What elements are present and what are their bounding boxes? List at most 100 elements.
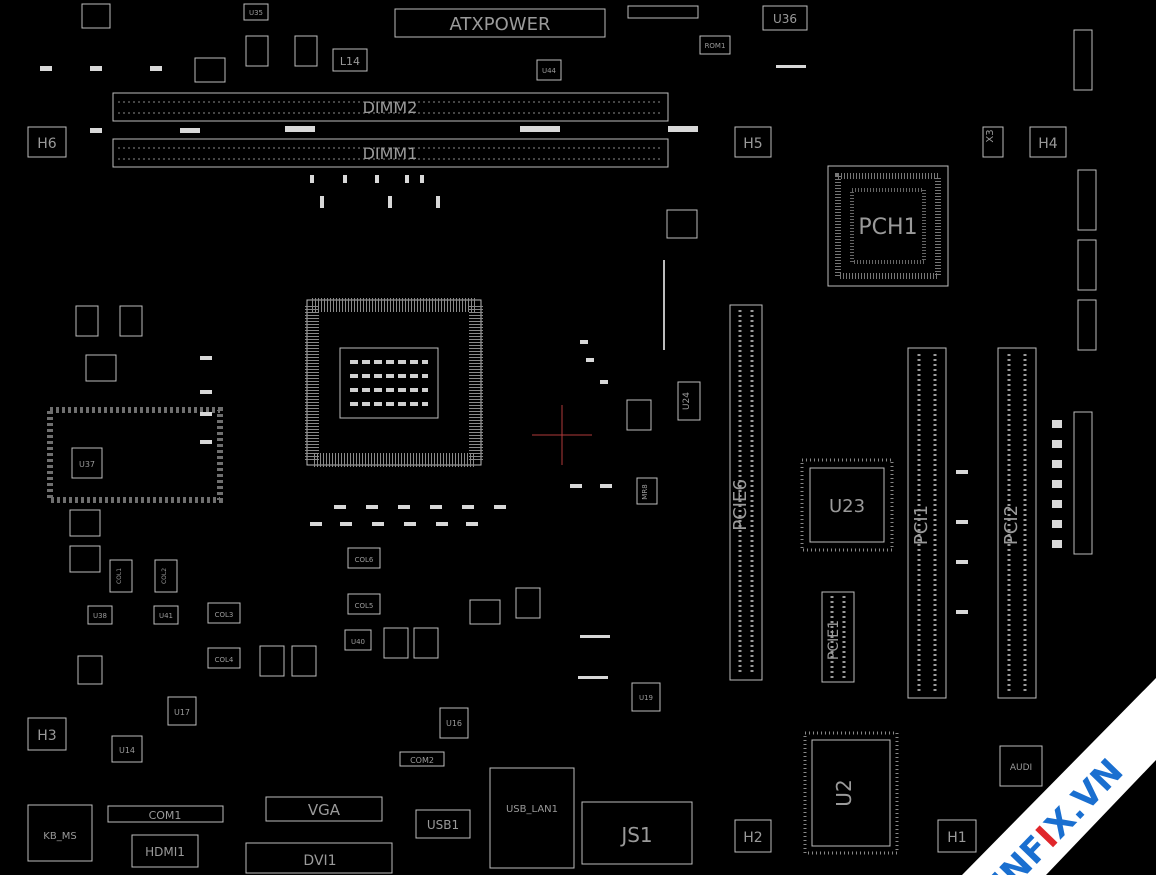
- svg-text:MR8: MR8: [641, 484, 649, 499]
- svg-text:PCIE1: PCIE1: [826, 620, 842, 660]
- kb-ms-connector[interactable]: KB_MS: [27, 804, 93, 862]
- col3-component[interactable]: COL3: [207, 602, 241, 624]
- mosfet-j[interactable]: [75, 305, 99, 337]
- col2-component[interactable]: COL2: [154, 559, 178, 593]
- mosfet-l[interactable]: [77, 655, 103, 685]
- mosfet-b[interactable]: [413, 627, 439, 659]
- pci1-slot[interactable]: PCI1: [907, 347, 947, 699]
- u41-chip[interactable]: U41: [153, 605, 179, 625]
- h3-mounting-hole[interactable]: H3: [27, 717, 67, 751]
- u38-chip[interactable]: U38: [87, 605, 113, 625]
- atxpower-connector[interactable]: ATXPOWER: [394, 8, 606, 38]
- top-component-a[interactable]: [194, 57, 226, 83]
- svg-text:U24: U24: [682, 392, 692, 410]
- mosfet-e[interactable]: [469, 599, 501, 625]
- svg-text:U38: U38: [93, 612, 107, 620]
- js1-connector[interactable]: JS1: [581, 801, 693, 865]
- cpu-socket[interactable]: [305, 298, 483, 467]
- svg-text:PCIE6: PCIE6: [730, 479, 751, 531]
- svg-text:ROM1: ROM1: [705, 42, 726, 50]
- h1-mounting-hole[interactable]: H1: [937, 819, 977, 853]
- u2-chip[interactable]: U2: [803, 731, 899, 855]
- col4-component[interactable]: COL4: [207, 647, 241, 669]
- u16-chip[interactable]: U16: [439, 707, 469, 739]
- u40-chip[interactable]: U40: [344, 629, 372, 651]
- pci2-slot[interactable]: PCI2: [997, 347, 1037, 699]
- vga-connector[interactable]: VGA: [265, 796, 383, 822]
- col5-component[interactable]: COL5: [347, 593, 381, 615]
- svg-text:KB_MS: KB_MS: [43, 831, 76, 842]
- h2-mounting-hole[interactable]: H2: [734, 819, 772, 853]
- top-component-c[interactable]: [294, 35, 318, 67]
- mosfet-d[interactable]: [291, 645, 317, 677]
- mosfet-a[interactable]: [383, 627, 409, 659]
- svg-text:COM2: COM2: [410, 756, 434, 765]
- mosfet-k[interactable]: [119, 305, 143, 337]
- svg-text:U16: U16: [446, 719, 462, 728]
- mr8-component[interactable]: MR8: [636, 477, 658, 505]
- dimm2-slot[interactable]: DIMM2: [112, 92, 669, 122]
- h6-mounting-hole[interactable]: H6: [27, 126, 67, 158]
- h4-mounting-hole[interactable]: H4: [1029, 126, 1067, 158]
- svg-text:COL2: COL2: [161, 568, 168, 584]
- svg-text:U36: U36: [773, 12, 797, 26]
- u44-chip[interactable]: U44: [536, 59, 562, 81]
- component-near-pcie6[interactable]: [666, 209, 698, 239]
- com1-header[interactable]: COM1: [107, 805, 224, 823]
- dimm1-slot[interactable]: DIMM1: [112, 138, 669, 168]
- pcie6-slot[interactable]: PCIE6: [729, 304, 763, 681]
- mosfet-c[interactable]: [259, 645, 285, 677]
- u35-chip[interactable]: U35: [243, 3, 269, 21]
- svg-text:COL3: COL3: [215, 611, 234, 619]
- svg-text:AUDI: AUDI: [1010, 763, 1032, 773]
- pch1-chipset[interactable]: PCH1: [827, 165, 949, 287]
- u36-chip[interactable]: U36: [762, 5, 808, 31]
- right-header-4[interactable]: [1073, 411, 1093, 555]
- l14-inductor[interactable]: L14: [332, 48, 368, 72]
- top-header-strip[interactable]: [627, 5, 699, 19]
- mosfet-i[interactable]: [85, 354, 117, 382]
- top-component-b[interactable]: [245, 35, 269, 67]
- right-header-5[interactable]: [1073, 29, 1093, 91]
- passive-components: [40, 65, 1062, 679]
- dvi1-connector[interactable]: DVI1: [245, 842, 393, 874]
- pcie1-slot[interactable]: PCIE1: [821, 591, 855, 683]
- x3-crystal[interactable]: X3: [982, 126, 1004, 158]
- u14-chip[interactable]: U14: [111, 735, 143, 763]
- svg-text:U40: U40: [351, 638, 365, 646]
- svg-text:U19: U19: [639, 694, 653, 702]
- right-header-1[interactable]: [1077, 169, 1097, 231]
- u37-chip[interactable]: U37: [71, 447, 103, 479]
- u17-chip[interactable]: U17: [167, 696, 197, 726]
- svg-text:H3: H3: [37, 728, 56, 744]
- svg-text:U35: U35: [249, 9, 263, 17]
- top-left-component[interactable]: [81, 3, 111, 29]
- svg-text:COL1: COL1: [116, 568, 123, 584]
- svg-text:ATXPOWER: ATXPOWER: [450, 14, 551, 35]
- usb1-connector[interactable]: USB1: [415, 809, 471, 839]
- hdmi1-connector[interactable]: HDMI1: [131, 834, 199, 868]
- component-near-u24[interactable]: [626, 399, 652, 431]
- svg-text:COM1: COM1: [149, 809, 182, 822]
- mosfet-g[interactable]: [69, 509, 101, 537]
- audi-connector[interactable]: AUDI: [999, 745, 1043, 787]
- h5-mounting-hole[interactable]: H5: [734, 126, 772, 158]
- svg-text:X3: X3: [985, 129, 996, 142]
- mosfet-f[interactable]: [515, 587, 541, 619]
- right-header-2[interactable]: [1077, 239, 1097, 291]
- right-header-3[interactable]: [1077, 299, 1097, 351]
- usb-lan1-connector[interactable]: USB_LAN1: [489, 767, 575, 869]
- mosfet-h[interactable]: [69, 545, 101, 573]
- svg-text:DIMM1: DIMM1: [363, 144, 418, 163]
- svg-text:H4: H4: [1038, 136, 1058, 152]
- rom1-chip[interactable]: ROM1: [699, 35, 731, 55]
- col1-component[interactable]: COL1: [109, 559, 133, 593]
- u24-chip[interactable]: U24: [677, 381, 701, 421]
- svg-text:COL6: COL6: [355, 556, 374, 564]
- u19-chip[interactable]: U19: [631, 682, 661, 712]
- svg-text:H5: H5: [743, 136, 762, 152]
- col6-component[interactable]: COL6: [347, 547, 381, 569]
- com2-header[interactable]: COM2: [399, 751, 445, 767]
- u23-chip[interactable]: U23: [800, 458, 894, 552]
